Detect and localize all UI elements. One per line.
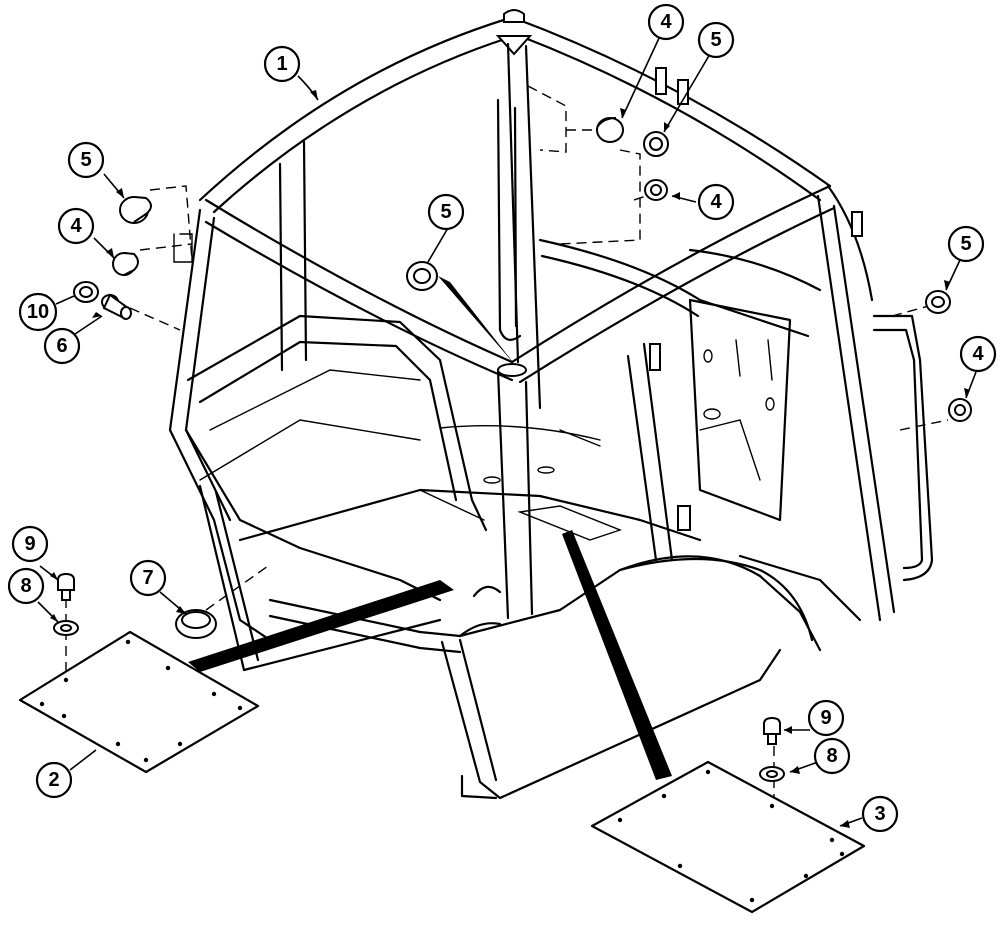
post-top xyxy=(497,363,527,377)
wedge-to-post xyxy=(438,276,516,366)
callout-8-right: 8 xyxy=(813,737,851,775)
callout-label: 2 xyxy=(48,769,59,791)
callout-7: 7 xyxy=(129,559,167,597)
washer-8-left xyxy=(53,620,79,636)
arrowheads xyxy=(50,90,970,828)
callout-4-right: 4 xyxy=(959,335,997,373)
grommet-5-far-right xyxy=(925,290,951,314)
callout-label: 10 xyxy=(27,301,49,323)
cab-frame xyxy=(129,9,934,800)
grommet-4-right xyxy=(644,179,668,201)
callout-9-left: 9 xyxy=(11,525,49,563)
callout-4-left: 4 xyxy=(57,207,95,245)
callout-4-mid: 4 xyxy=(697,183,735,221)
callout-label: 4 xyxy=(972,343,984,365)
callout-label: 5 xyxy=(80,149,91,171)
callout-label: 5 xyxy=(710,29,721,51)
mount-line xyxy=(527,85,567,153)
roof-cap xyxy=(503,9,525,23)
floor-plate-3 xyxy=(590,760,866,914)
callout-6: 6 xyxy=(43,327,81,365)
side-bracket xyxy=(649,343,661,371)
wedge-to-plate-3 xyxy=(562,530,672,780)
callout-10: 10 xyxy=(18,292,58,332)
callout-1: 1 xyxy=(263,45,301,83)
callout-label: 6 xyxy=(56,335,67,357)
grommet-10 xyxy=(73,281,99,303)
mount-line xyxy=(205,565,269,611)
callout-label: 3 xyxy=(874,803,885,825)
callout-label: 8 xyxy=(20,575,31,597)
roof-fitting xyxy=(495,35,533,56)
grommet-4-far-right xyxy=(948,398,972,422)
callout-label: 7 xyxy=(142,567,153,589)
callout-label: 9 xyxy=(24,533,35,555)
callout-5-right: 5 xyxy=(947,225,985,263)
callout-4-top: 4 xyxy=(647,3,685,41)
roof-peg xyxy=(851,211,863,237)
bolt-9-right xyxy=(763,716,781,745)
callout-9-right: 9 xyxy=(807,699,845,737)
plug-4-left xyxy=(112,252,139,276)
callout-label: 5 xyxy=(440,201,451,223)
callout-3: 3 xyxy=(861,795,899,833)
callout-label: 4 xyxy=(660,11,672,33)
callout-label: 9 xyxy=(820,707,831,729)
roof-peg xyxy=(677,79,689,105)
grommet-5-center xyxy=(406,261,438,291)
roof-peg xyxy=(655,67,667,95)
side-bracket xyxy=(677,505,691,531)
callout-label: 4 xyxy=(70,215,82,237)
pin-6 xyxy=(101,293,132,320)
mount-line xyxy=(559,149,641,245)
grommet-7 xyxy=(175,609,217,639)
callout-label: 4 xyxy=(710,191,722,213)
mount-line xyxy=(633,195,647,201)
mount-line xyxy=(899,419,949,431)
bolt-9-left xyxy=(57,572,75,601)
callout-5-center: 5 xyxy=(427,193,465,231)
callout-label: 5 xyxy=(960,233,971,255)
callout-5-top: 5 xyxy=(697,21,735,59)
plug-4-right-top xyxy=(596,117,624,143)
washer-8-right xyxy=(759,766,785,782)
grommet-5-right-top xyxy=(643,131,669,157)
plug-5-left xyxy=(119,196,152,224)
callout-5-left: 5 xyxy=(67,141,105,179)
callout-label: 8 xyxy=(826,745,837,767)
callout-label: 1 xyxy=(276,53,287,75)
floor-plate-2 xyxy=(18,630,260,774)
callout-2: 2 xyxy=(35,761,73,799)
wedge-to-plate-2 xyxy=(188,580,454,672)
callout-8-left: 8 xyxy=(7,567,45,605)
